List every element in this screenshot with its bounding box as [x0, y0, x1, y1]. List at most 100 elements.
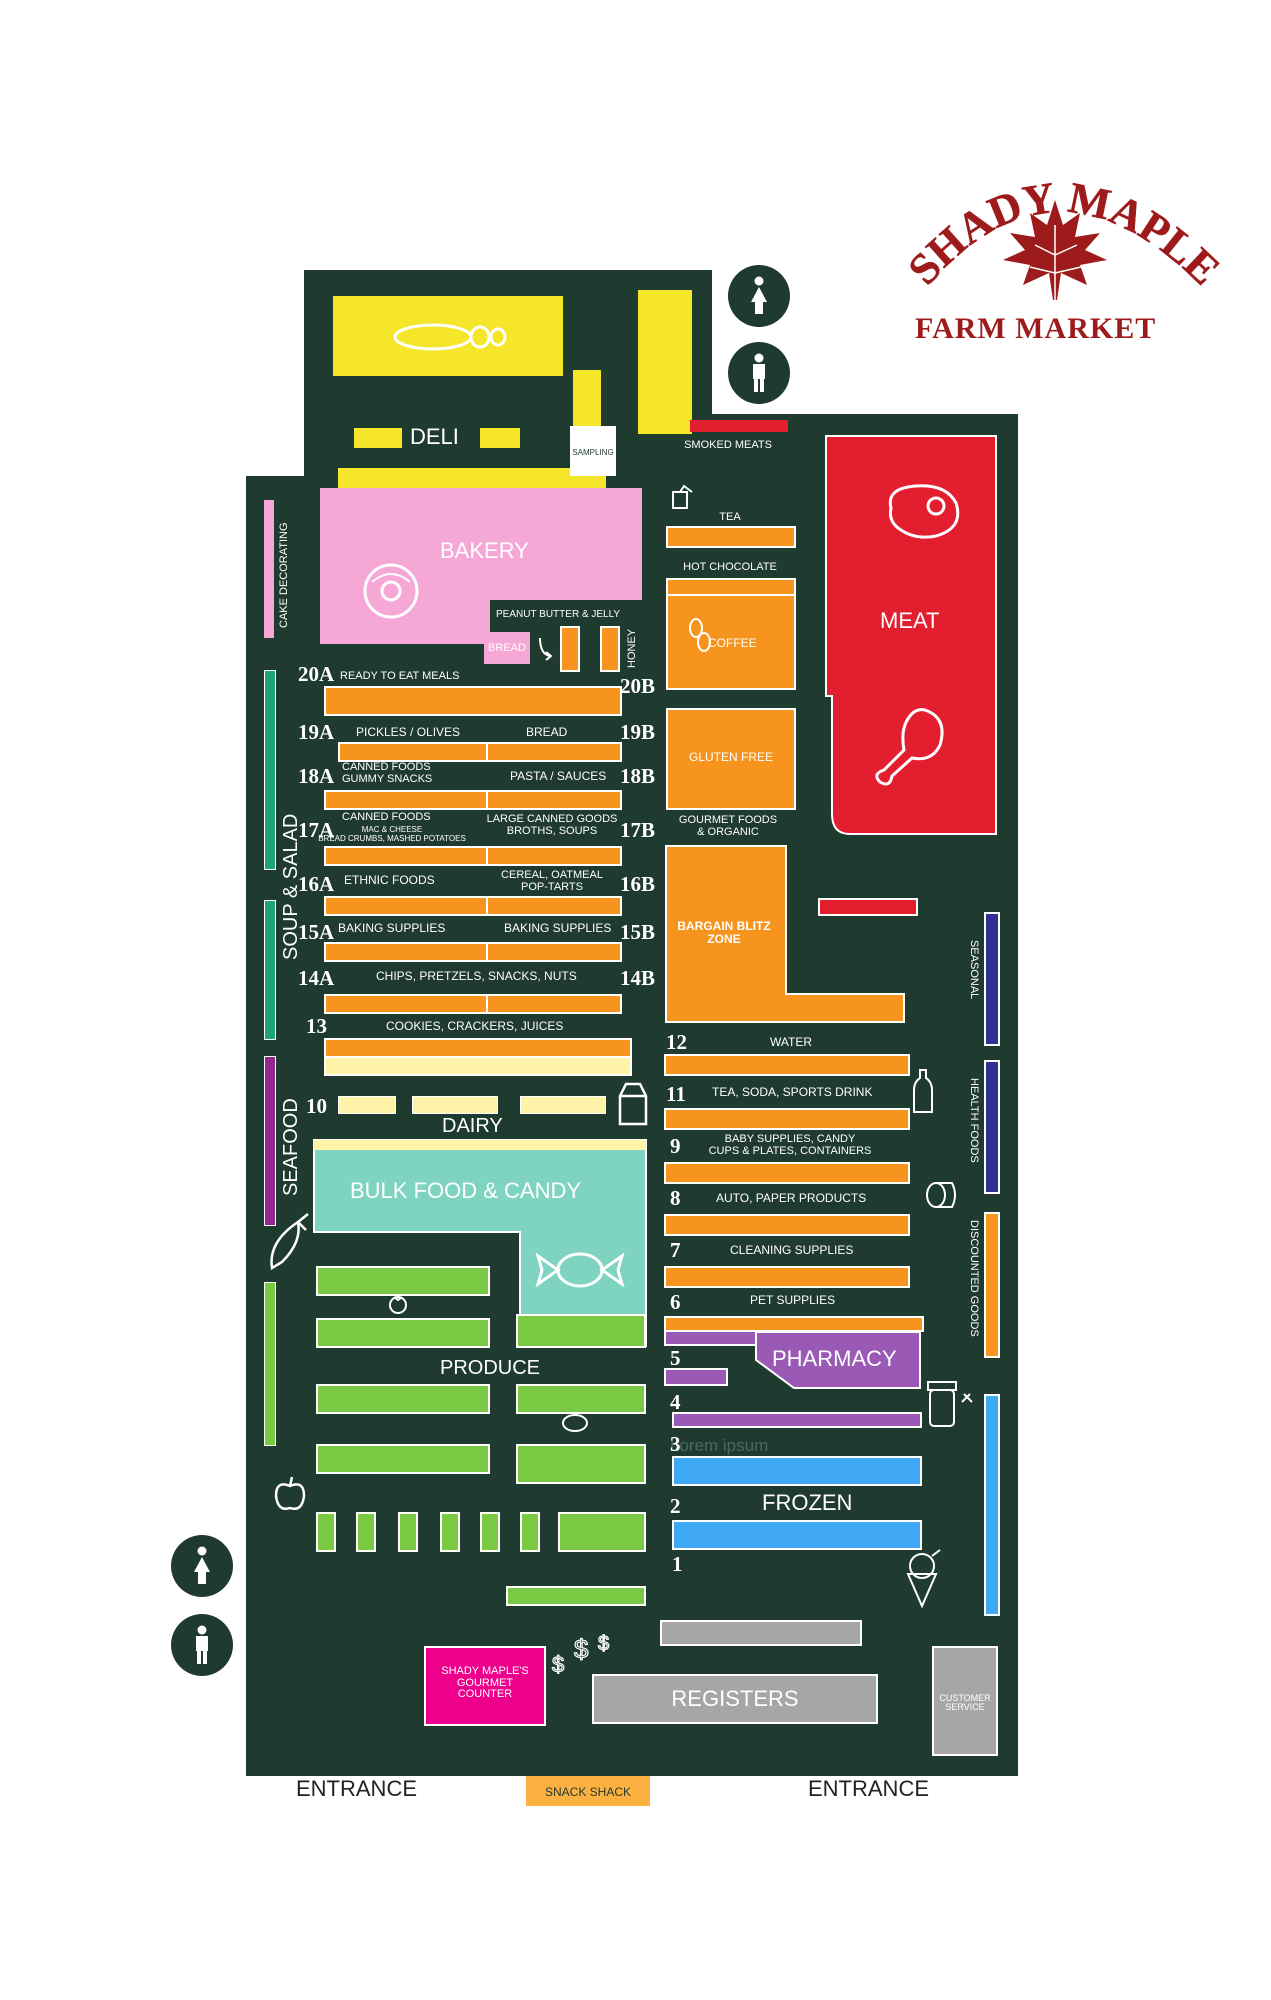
aisle-7-shelf[interactable] — [664, 1266, 910, 1288]
produce-wall-shelf[interactable] — [264, 1282, 276, 1446]
potato-icon — [562, 1414, 588, 1432]
aisle-9-shelf[interactable] — [664, 1162, 910, 1184]
gourmet-counter[interactable]: SHADY MAPLE'S GOURMET COUNTER — [424, 1646, 546, 1726]
registers-area[interactable]: REGISTERS — [592, 1674, 878, 1724]
logo-line2: FARM MARKET — [915, 312, 1157, 345]
aisle-16a-shelf[interactable] — [324, 896, 494, 916]
aisle-num-13: 13 — [306, 1014, 327, 1038]
aisle-num-17A: 17A — [298, 818, 335, 842]
aisle-17a-shelf[interactable] — [324, 846, 494, 866]
donut-icon — [363, 563, 419, 619]
logo: SHADY MAPLE FARM MARKET — [905, 165, 1225, 355]
man-icon — [753, 353, 765, 392]
aisle-num-8: 8 — [670, 1186, 681, 1210]
aisle-label-9: BABY SUPPLIES, CANDY CUPS & PLATES, CONT… — [708, 1133, 872, 1157]
dairy-shelf-1[interactable] — [338, 1096, 396, 1114]
meat-label: MEAT — [880, 608, 940, 633]
aisle-4-shelf[interactable] — [672, 1412, 922, 1428]
aisle-14b-shelf[interactable] — [486, 994, 622, 1014]
aisle-18a-shelf[interactable] — [324, 790, 494, 810]
bread-small-label: BREAD — [488, 642, 526, 654]
aisle-18b-shelf[interactable] — [486, 790, 622, 810]
snack-shack[interactable]: SNACK SHACK — [526, 1776, 650, 1806]
aisle-5-shelf[interactable] — [664, 1368, 728, 1386]
sampling-label: SAMPLING — [572, 448, 614, 457]
aisle-2-shelf[interactable] — [672, 1520, 922, 1550]
pill-bottle-icon — [927, 1381, 973, 1427]
soup-salad-shelf-2[interactable] — [264, 900, 276, 1040]
aisle-14a-shelf[interactable] — [324, 994, 494, 1014]
aisle-label-7: CLEANING SUPPLIES — [730, 1243, 854, 1257]
aisle-20-shelf[interactable] — [324, 686, 622, 716]
aisle-label-20A: READY TO EAT MEALS — [340, 670, 460, 682]
gluten-free-label: GLUTEN FREE — [688, 750, 773, 764]
coffee-bean-icon — [689, 618, 711, 652]
aisle-num-19A: 19A — [298, 720, 335, 744]
frozen-wall-shelf[interactable] — [984, 1394, 1000, 1616]
restroom-men-top[interactable] — [728, 342, 790, 404]
meat-shelf-small[interactable] — [818, 898, 918, 916]
tea-shelf[interactable] — [666, 526, 796, 548]
cake-decorating-label: CAKE DECORATING — [278, 522, 290, 628]
logo-line1: SHADY MAPLE — [905, 173, 1225, 295]
peanut-butter-label: PEANUT BUTTER & JELLY — [496, 609, 621, 620]
pharmacy-shelf-top[interactable] — [664, 1330, 762, 1346]
coffee-area[interactable]: COFFEE — [666, 594, 796, 690]
entrance-right[interactable]: ENTRANCE — [808, 1776, 930, 1801]
restroom-men-bottom[interactable] — [171, 1614, 233, 1676]
aisle-num-19B: 19B — [620, 720, 656, 744]
entrance-left[interactable]: ENTRANCE — [296, 1776, 418, 1801]
soup-salad-shelf-1[interactable] — [264, 670, 276, 870]
produce-label: PRODUCE — [440, 1357, 541, 1379]
aisle-label-17A: CANNED FOODS — [342, 811, 431, 823]
aisle-num-1: 1 — [672, 1552, 683, 1576]
honey-shelf[interactable] — [600, 626, 620, 672]
aisle-num-20B: 20B — [620, 674, 656, 698]
aisle-label-18A: CANNED FOODS GUMMY SNACKS — [342, 761, 433, 785]
health-foods-shelf[interactable] — [984, 1060, 1000, 1194]
bread-small-shelf[interactable]: BREAD — [484, 632, 530, 664]
smoked-meats-shelf[interactable] — [690, 420, 788, 432]
dairy-shelf-2[interactable] — [412, 1096, 498, 1114]
aisle-16b-shelf[interactable] — [486, 896, 622, 916]
aisle-label-8: AUTO, PAPER PRODUCTS — [716, 1191, 867, 1205]
discounted-goods-shelf[interactable] — [984, 1212, 1000, 1358]
peanut-butter-shelf[interactable] — [560, 626, 580, 672]
restroom-women-top[interactable] — [728, 265, 790, 327]
aisle-label-19B: BREAD — [526, 725, 568, 739]
aisle-13-dairy-shelf[interactable] — [324, 1056, 632, 1076]
aisle-12-shelf[interactable] — [664, 1054, 910, 1076]
aisle-num-6: 6 — [670, 1290, 681, 1314]
cake-decorating-shelf[interactable] — [264, 500, 274, 638]
aisle-17b-shelf[interactable] — [486, 846, 622, 866]
aisle-13-shelf[interactable] — [324, 1038, 632, 1058]
steak-icon — [888, 484, 960, 539]
restroom-women-bottom[interactable] — [171, 1535, 233, 1597]
aisle-19b-shelf[interactable] — [486, 742, 622, 762]
aisle-label-11: TEA, SODA, SPORTS DRINK — [712, 1085, 873, 1099]
gluten-free-area[interactable]: GLUTEN FREE — [666, 708, 796, 810]
aisle-num-14A: 14A — [298, 966, 335, 990]
ice-cream-icon — [906, 1549, 941, 1609]
aisle-19a-shelf[interactable] — [338, 742, 494, 762]
milk-carton-icon — [618, 1082, 648, 1126]
woman-icon — [194, 1546, 210, 1584]
dairy-label: DAIRY — [442, 1115, 503, 1137]
aisle-sub-17A: MAC & CHEESE BREAD CRUMBS, MASHED POTATO… — [318, 825, 466, 843]
dairy-shelf-3[interactable] — [520, 1096, 606, 1114]
aisle-3-shelf[interactable] — [672, 1456, 922, 1486]
aisle-label-15A: BAKING SUPPLIES — [338, 921, 446, 935]
customer-service-desk[interactable]: CUSTOMER SERVICE — [932, 1646, 998, 1756]
aisle-11-shelf[interactable] — [664, 1108, 910, 1130]
aisle-15b-shelf[interactable] — [486, 942, 622, 962]
customer-service-label: CUSTOMER SERVICE — [939, 1693, 991, 1713]
aisle-label-6: PET SUPPLIES — [750, 1293, 836, 1307]
seafood-shelf[interactable] — [264, 1056, 276, 1226]
checkout-lane[interactable] — [660, 1620, 862, 1646]
aisle-15a-shelf[interactable] — [324, 942, 494, 962]
tea-bag-icon — [672, 484, 693, 509]
seasonal-shelf[interactable] — [984, 912, 1000, 1046]
bakery-label: BAKERY — [440, 538, 529, 563]
aisle-8-shelf[interactable] — [664, 1214, 910, 1236]
sampling-station[interactable]: SAMPLING — [570, 426, 616, 476]
